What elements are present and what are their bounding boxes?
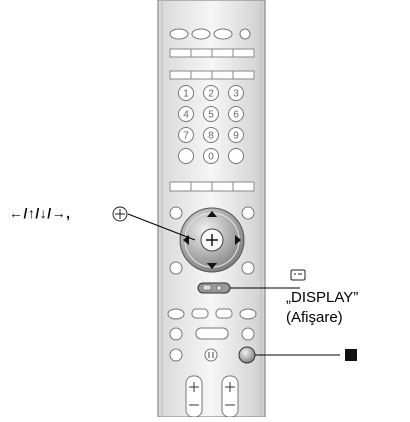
dpad[interactable] [179,207,245,273]
number-key-label: 3 [233,89,239,100]
top-buttons-row [169,28,251,40]
number-key-label: 4 [183,110,189,121]
dpad-corner-buttons [169,206,255,275]
callout-line-arrows [127,213,196,241]
input-buttons-rows [169,48,255,80]
number-key-label: 2 [208,89,214,100]
number-key-label: 9 [233,131,239,142]
number-key-label: 8 [208,131,214,142]
rocker-buttons [185,375,239,418]
number-key-label: 6 [233,110,239,121]
circled-plus-icon [112,206,128,222]
display-button-icon [290,269,306,281]
number-key[interactable]: 0 [203,148,219,164]
number-key-label: 1 [183,89,189,100]
number-key[interactable] [178,148,194,164]
number-key[interactable]: 1 [178,85,194,101]
number-key-label: 7 [183,131,189,142]
bar-above-dpad [169,181,255,192]
number-key[interactable]: 7 [178,127,194,143]
number-key[interactable]: 4 [178,106,194,122]
arrow-keys-label: ←/↑/↓/→, [9,205,71,221]
number-key[interactable]: 9 [228,127,244,143]
display-label-translation: (Afişare) [286,309,343,326]
number-key[interactable]: 6 [228,106,244,122]
number-key[interactable] [228,148,244,164]
number-key[interactable]: 8 [203,127,219,143]
display-label: „DISPLAY” [286,289,359,306]
stop-square-icon [345,349,357,361]
number-key[interactable]: 3 [228,85,244,101]
number-key-label: 0 [208,152,214,163]
number-key[interactable]: 5 [203,106,219,122]
stop-button[interactable] [238,346,256,364]
number-key[interactable]: 2 [203,85,219,101]
transport-buttons [167,308,257,362]
number-key-label: 5 [208,110,214,121]
number-keypad: 1 2 3 4 5 6 7 8 9 0 [178,85,244,164]
